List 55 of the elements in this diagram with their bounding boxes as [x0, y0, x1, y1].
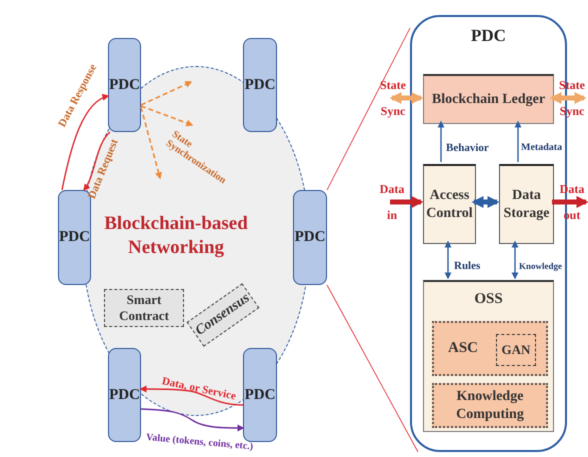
node-label: PDC	[244, 76, 276, 94]
edge-label: Data in	[378, 181, 406, 224]
arrow	[140, 408, 244, 432]
module-box	[499, 164, 554, 244]
node-label: ASC	[448, 339, 478, 358]
edge-label: Knowledge	[519, 261, 562, 272]
edge-label: Value (tokens, coins, etc.)	[145, 432, 254, 454]
arrow	[472, 196, 500, 208]
node-label: PDC	[109, 386, 140, 404]
edge-label: Behavior	[446, 142, 489, 156]
node-label: PDC	[471, 25, 506, 46]
contract-box	[104, 289, 184, 327]
node-label: OSS	[474, 290, 503, 309]
edge-label: Data, or Service	[160, 375, 237, 404]
node-label: Blockchain-based Networking	[103, 212, 249, 260]
node-label: PDC	[109, 76, 140, 94]
zoom-line	[326, 284, 418, 452]
node-label: GAN	[502, 342, 530, 358]
module-group	[432, 321, 548, 376]
module-box	[423, 164, 476, 244]
arrow	[552, 196, 588, 208]
node-label: Data Storage	[502, 187, 550, 222]
pdc-box	[243, 38, 277, 132]
node-label: Access Control	[425, 187, 474, 222]
arrow	[438, 120, 444, 162]
gan-box	[496, 334, 536, 366]
arrow	[61, 94, 110, 190]
edge-label: State Sync	[379, 77, 407, 120]
arrow	[140, 106, 162, 180]
arrow	[514, 120, 522, 162]
arrow	[140, 105, 194, 126]
ledger-box	[423, 74, 554, 124]
node-label: Blockchain Ledger	[432, 90, 546, 108]
arrow	[390, 196, 424, 208]
node-label: PDC	[244, 386, 276, 404]
pdc-box	[293, 190, 327, 285]
edge-label: Metadata	[521, 142, 562, 154]
arrow	[83, 132, 110, 192]
pdc-box	[243, 348, 277, 442]
arrow	[444, 240, 452, 280]
oss-box	[423, 280, 554, 432]
edge-label: Rules	[454, 260, 480, 274]
node-label: PDC	[294, 228, 326, 247]
node-label: Smart Contract	[118, 292, 170, 324]
zoom-line	[326, 28, 410, 190]
node-label: PDC	[59, 228, 90, 247]
pdc-box	[108, 348, 141, 442]
arrow	[390, 92, 424, 104]
arrow	[550, 92, 586, 104]
module-group	[432, 383, 548, 428]
arrow	[140, 81, 192, 106]
arrow	[140, 386, 244, 406]
pdc-box	[108, 38, 141, 132]
node-label: Knowledge Computing	[455, 388, 525, 423]
arrow	[512, 240, 518, 280]
